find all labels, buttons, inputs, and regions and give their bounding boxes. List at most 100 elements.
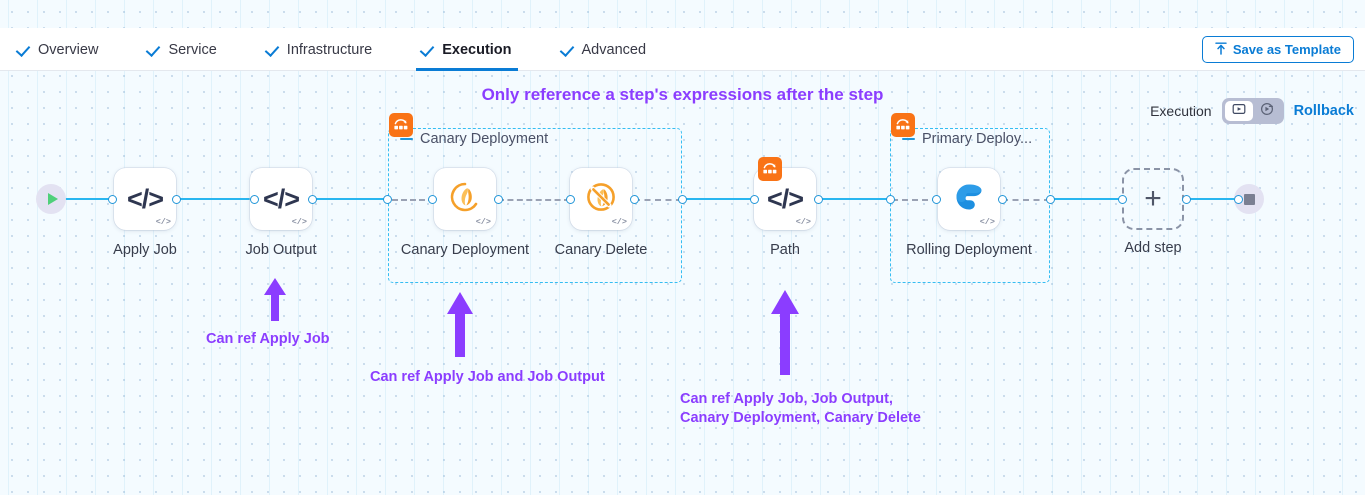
tab-label: Execution (442, 41, 512, 58)
add-step-button[interactable]: + (1122, 168, 1184, 230)
node-label-canary-delete: Canary Delete (554, 242, 648, 258)
rollback-view-toggle-option[interactable] (1253, 101, 1281, 121)
execution-view-controls: Execution Rol (1150, 98, 1354, 124)
edge-group-in-to-canary-deployment (392, 199, 434, 201)
primary-deployment-group-box[interactable] (890, 128, 1050, 283)
code-badge: </> (475, 217, 491, 227)
edge-primary-group-to-add-step (1050, 198, 1124, 200)
code-icon: </> (262, 183, 300, 214)
rollback-view-icon (1260, 102, 1274, 121)
tab-list: Overview Service Infrastructure Executio… (12, 28, 690, 71)
primary-deployment-group-title: Primary Deploy... (902, 131, 1032, 147)
node-label-apply-job: Apply Job (113, 242, 177, 258)
edge-rolling-to-primary-out (1002, 199, 1050, 201)
pipeline-tab-bar: Overview Service Infrastructure Executio… (0, 28, 1365, 71)
tab-execution[interactable]: Execution (416, 28, 531, 71)
edge-start-to-apply-job (56, 198, 118, 200)
tab-infrastructure[interactable]: Infrastructure (261, 28, 392, 71)
execution-rollback-toggle[interactable] (1221, 98, 1284, 124)
save-as-template-label: Save as Template (1232, 42, 1341, 57)
code-badge: </> (979, 217, 995, 227)
annotation-arrow-apply-job (258, 276, 292, 327)
connector-dot[interactable] (428, 195, 437, 204)
start-node[interactable] (36, 184, 66, 214)
annotation-arrow-canary-deployment (442, 290, 478, 363)
connector-dot[interactable] (678, 195, 687, 204)
edge-path-to-primary-group (818, 198, 892, 200)
check-icon (562, 43, 575, 56)
connector-dot[interactable] (108, 195, 117, 204)
upload-icon (1215, 42, 1227, 58)
step-group-icon (758, 157, 782, 181)
edge-add-step-to-end (1186, 198, 1248, 200)
execution-view-toggle-option[interactable] (1224, 101, 1253, 121)
collapse-dash-icon[interactable] (902, 137, 915, 141)
connector-dot[interactable] (886, 195, 895, 204)
canary-deployment-group-title: Canary Deployment (400, 131, 548, 147)
code-badge: </> (155, 217, 171, 227)
connector-dot[interactable] (1234, 195, 1243, 204)
tab-label: Infrastructure (286, 41, 373, 58)
edge-canary-deployment-to-canary-delete (498, 199, 570, 201)
tab-overview[interactable]: Overview (12, 28, 118, 71)
annotation-text-canary-deployment: Can ref Apply Job and Job Output (370, 369, 605, 385)
connector-dot[interactable] (308, 195, 317, 204)
tab-label: Advanced (581, 41, 647, 58)
connector-dot[interactable] (250, 195, 259, 204)
tab-label: Service (168, 41, 217, 58)
connector-dot[interactable] (494, 195, 503, 204)
rollback-link[interactable]: Rollback (1293, 103, 1354, 119)
code-icon: </> (126, 183, 164, 214)
annotation-arrow-path (766, 288, 804, 381)
save-as-template-button[interactable]: Save as Template (1201, 36, 1354, 63)
connector-dot[interactable] (566, 195, 575, 204)
node-job-output[interactable]: </> </> (250, 168, 312, 230)
connector-dot[interactable] (998, 195, 1007, 204)
connector-dot[interactable] (1182, 195, 1191, 204)
node-canary-deployment[interactable]: </> (434, 168, 496, 230)
annotation-text-apply-job: Can ref Apply Job (206, 331, 330, 347)
connector-dot[interactable] (630, 195, 639, 204)
edge-group-to-path (682, 198, 754, 200)
tab-label: Overview (38, 41, 99, 58)
node-label-canary-deployment: Canary Deployment (400, 242, 530, 258)
connector-dot[interactable] (814, 195, 823, 204)
code-badge: </> (611, 217, 627, 227)
connector-dot[interactable] (750, 195, 759, 204)
play-icon (47, 193, 58, 205)
node-canary-delete[interactable]: </> (570, 168, 632, 230)
edge-job-output-to-group (314, 198, 390, 200)
connector-dot[interactable] (932, 195, 941, 204)
tab-advanced[interactable]: Advanced (556, 28, 667, 71)
check-icon (267, 43, 280, 56)
add-step-label: Add step (1124, 240, 1182, 256)
code-badge: </> (291, 217, 307, 227)
canary-deployment-group-box[interactable] (388, 128, 682, 283)
group-title-label: Canary Deployment (420, 131, 549, 147)
edge-canary-delete-to-group-out (634, 199, 682, 201)
connector-dot[interactable] (1046, 195, 1055, 204)
node-label-path: Path (770, 242, 800, 258)
check-icon (422, 43, 435, 56)
connector-dot[interactable] (383, 195, 392, 204)
node-apply-job[interactable]: </> </> (114, 168, 176, 230)
node-label-job-output: Job Output (245, 242, 317, 258)
connector-dot[interactable] (1118, 195, 1127, 204)
node-rolling-deployment[interactable]: </> (938, 168, 1000, 230)
kubernetes-canary-icon (448, 180, 482, 219)
execution-label: Execution (1150, 103, 1212, 119)
plus-icon: + (1144, 182, 1162, 215)
group-title-label: Primary Deploy... (922, 131, 1033, 147)
code-icon: </> (766, 183, 804, 214)
collapse-dash-icon[interactable] (400, 137, 413, 141)
edge-apply-job-to-job-output (178, 198, 256, 200)
stop-icon (1243, 193, 1255, 205)
annotation-text-path: Can ref Apply Job, Job Output, Canary De… (680, 391, 921, 426)
rolling-deployment-icon (954, 182, 984, 217)
connector-dot[interactable] (172, 195, 181, 204)
tab-service[interactable]: Service (142, 28, 236, 71)
edge-primary-in-to-rolling (892, 199, 938, 201)
expression-reference-banner: Only reference a step's expressions afte… (481, 85, 884, 104)
